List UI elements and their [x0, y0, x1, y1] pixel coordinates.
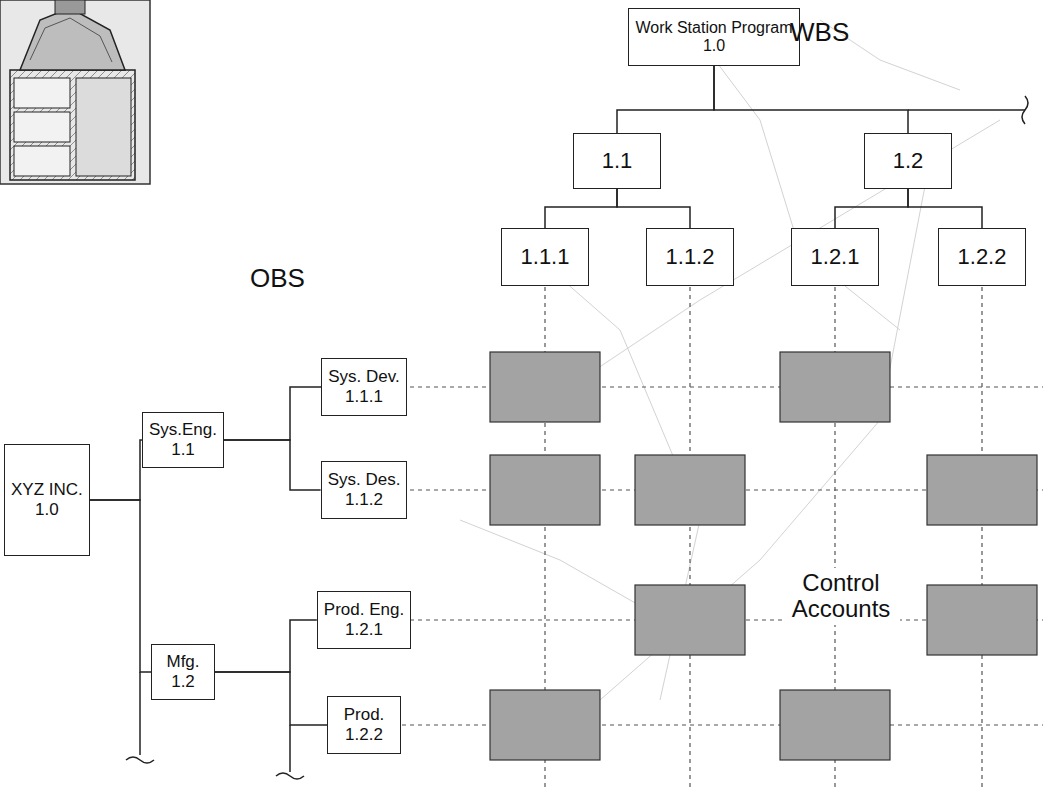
box-number: 1.1.2: [666, 244, 715, 269]
wbs-box: 1.1.1: [501, 228, 589, 286]
box-name: Sys. Des.: [328, 470, 401, 490]
tree-continuation: [126, 96, 1028, 779]
box-name: Prod.: [344, 705, 385, 725]
wbs-box: 1.2.1: [791, 228, 879, 286]
tree-connector: [224, 387, 321, 440]
wbs-box: 1.2.2: [938, 228, 1026, 286]
section-label: OBS: [250, 264, 305, 293]
box-number: 1.2.1: [811, 244, 860, 269]
tree-connector: [545, 189, 617, 228]
box-name: Sys. Dev.: [328, 367, 399, 387]
box-number: 1.2.2: [345, 725, 383, 745]
tree-connector: [215, 672, 327, 725]
box-number: 1.1.2: [345, 490, 383, 510]
box-number: 1.1.1: [345, 387, 383, 407]
background-sketch: [460, 20, 1000, 700]
box-name: Sys.Eng.: [149, 420, 217, 440]
box-number: 1.0: [703, 37, 725, 55]
tree-connector: [224, 440, 321, 490]
obs-box: Sys. Dev.1.1.1: [321, 358, 406, 416]
wbs-box: 1.1.2: [646, 228, 734, 286]
tree-connector: [90, 440, 142, 500]
box-number: 1.2.1: [345, 620, 383, 640]
tree-connector: [908, 189, 982, 228]
tree-connector: [714, 66, 908, 133]
obs-box: Sys. Des.1.1.2: [321, 461, 408, 519]
tree-connector: [90, 500, 151, 672]
obs-box: Prod.1.2.2: [327, 696, 401, 754]
obs-box: Sys.Eng.1.1: [142, 412, 224, 468]
workstation-illustration: [0, 0, 150, 184]
wbs-box: 1.2: [864, 133, 952, 189]
obs-box: Prod. Eng.1.2.1: [317, 591, 411, 649]
box-number: 1.1: [602, 148, 633, 173]
grid-dashed-line: [402, 287, 1043, 790]
box-number: 1.2: [893, 148, 924, 173]
control-accounts-label: Control Accounts: [782, 568, 900, 625]
tree-connector: [835, 189, 908, 228]
box-name: Mfg.: [166, 652, 199, 672]
obs-box: Mfg.1.2: [151, 644, 215, 700]
tree-connector: [617, 189, 690, 228]
control-account-box: [490, 352, 1037, 760]
box-number: 1.2.2: [958, 244, 1007, 269]
box-name: XYZ INC.: [11, 480, 83, 500]
tree-connector: [617, 66, 714, 133]
box-name: Prod. Eng.: [324, 600, 404, 620]
obs-box: XYZ INC.1.0: [4, 444, 90, 556]
tree-connector: [215, 620, 317, 672]
section-label: WBS: [790, 18, 849, 47]
box-name: Work Station Program: [635, 19, 792, 37]
box-number: 1.0: [35, 500, 59, 520]
box-number: 1.2: [171, 672, 195, 692]
wbs-box: Work Station Program1.0: [628, 8, 799, 66]
box-number: 1.1: [171, 440, 195, 460]
wbs-box: 1.1: [573, 133, 661, 189]
box-number: 1.1.1: [521, 244, 570, 269]
